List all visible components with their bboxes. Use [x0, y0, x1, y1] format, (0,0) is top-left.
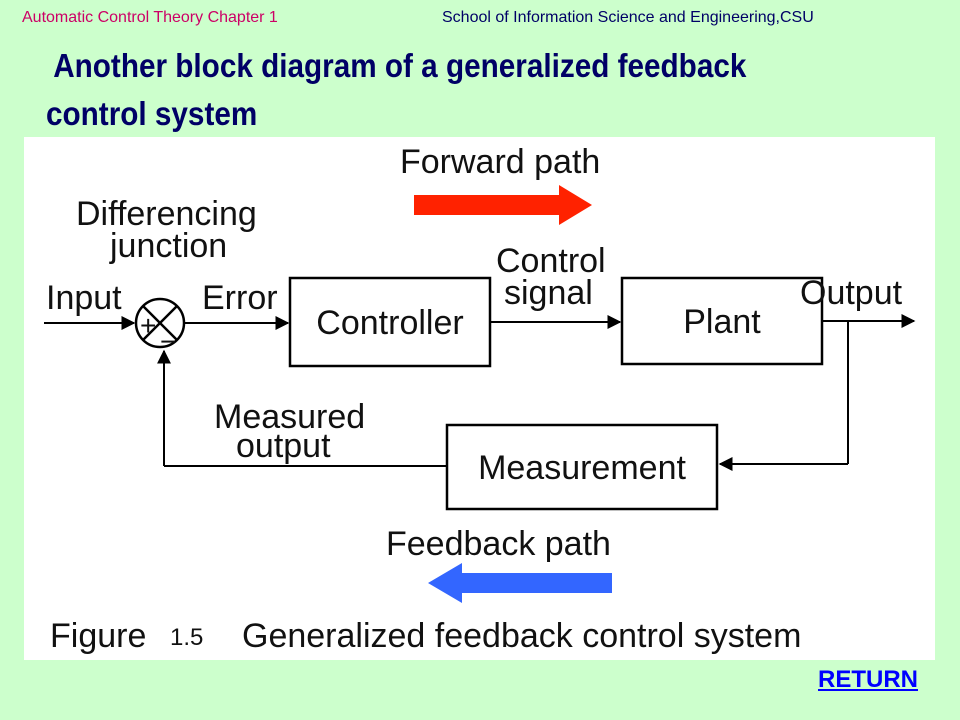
figure-caption: Generalized feedback control system [242, 617, 801, 655]
differencing-junction-label-line2: junction [109, 227, 227, 265]
plus-sign: + [140, 310, 156, 341]
measured-output-label-line2: output [236, 427, 331, 465]
return-link[interactable]: RETURN [818, 666, 918, 693]
figure-caption-prefix: Figure [50, 617, 146, 655]
school-header: School of Information Science and Engine… [442, 9, 814, 26]
forward-path-label: Forward path [400, 143, 600, 181]
measurement-label: Measurement [478, 449, 686, 487]
course-chapter-header: Automatic Control Theory Chapter 1 [22, 9, 278, 26]
slide-title: Another block diagram of a generalized f… [46, 42, 838, 138]
output-label: Output [800, 274, 903, 312]
slide-title-line1: Another block diagram of a generalized f… [53, 47, 747, 84]
summing-junction-cross-b [142, 305, 178, 341]
block-diagram-panel: Forward path Differencing junction Input… [24, 137, 935, 660]
minus-sign: − [160, 326, 176, 357]
error-label: Error [202, 279, 278, 317]
forward-path-arrow [414, 185, 592, 225]
controller-label: Controller [316, 304, 463, 342]
measured-output-label-line1: Measured [214, 398, 365, 436]
feedback-path-arrow [428, 563, 612, 603]
differencing-junction-label-line1: Differencing [76, 195, 257, 233]
block-diagram: Forward path Differencing junction Input… [44, 143, 916, 655]
feedback-path-label: Feedback path [386, 525, 611, 563]
control-signal-label-line2: signal [504, 274, 593, 312]
slide-title-line2: control system [46, 95, 258, 132]
control-signal-label-line1: Control [496, 242, 606, 280]
figure-number: 1.5 [170, 624, 203, 651]
plant-label: Plant [683, 303, 761, 341]
input-label: Input [46, 279, 122, 317]
